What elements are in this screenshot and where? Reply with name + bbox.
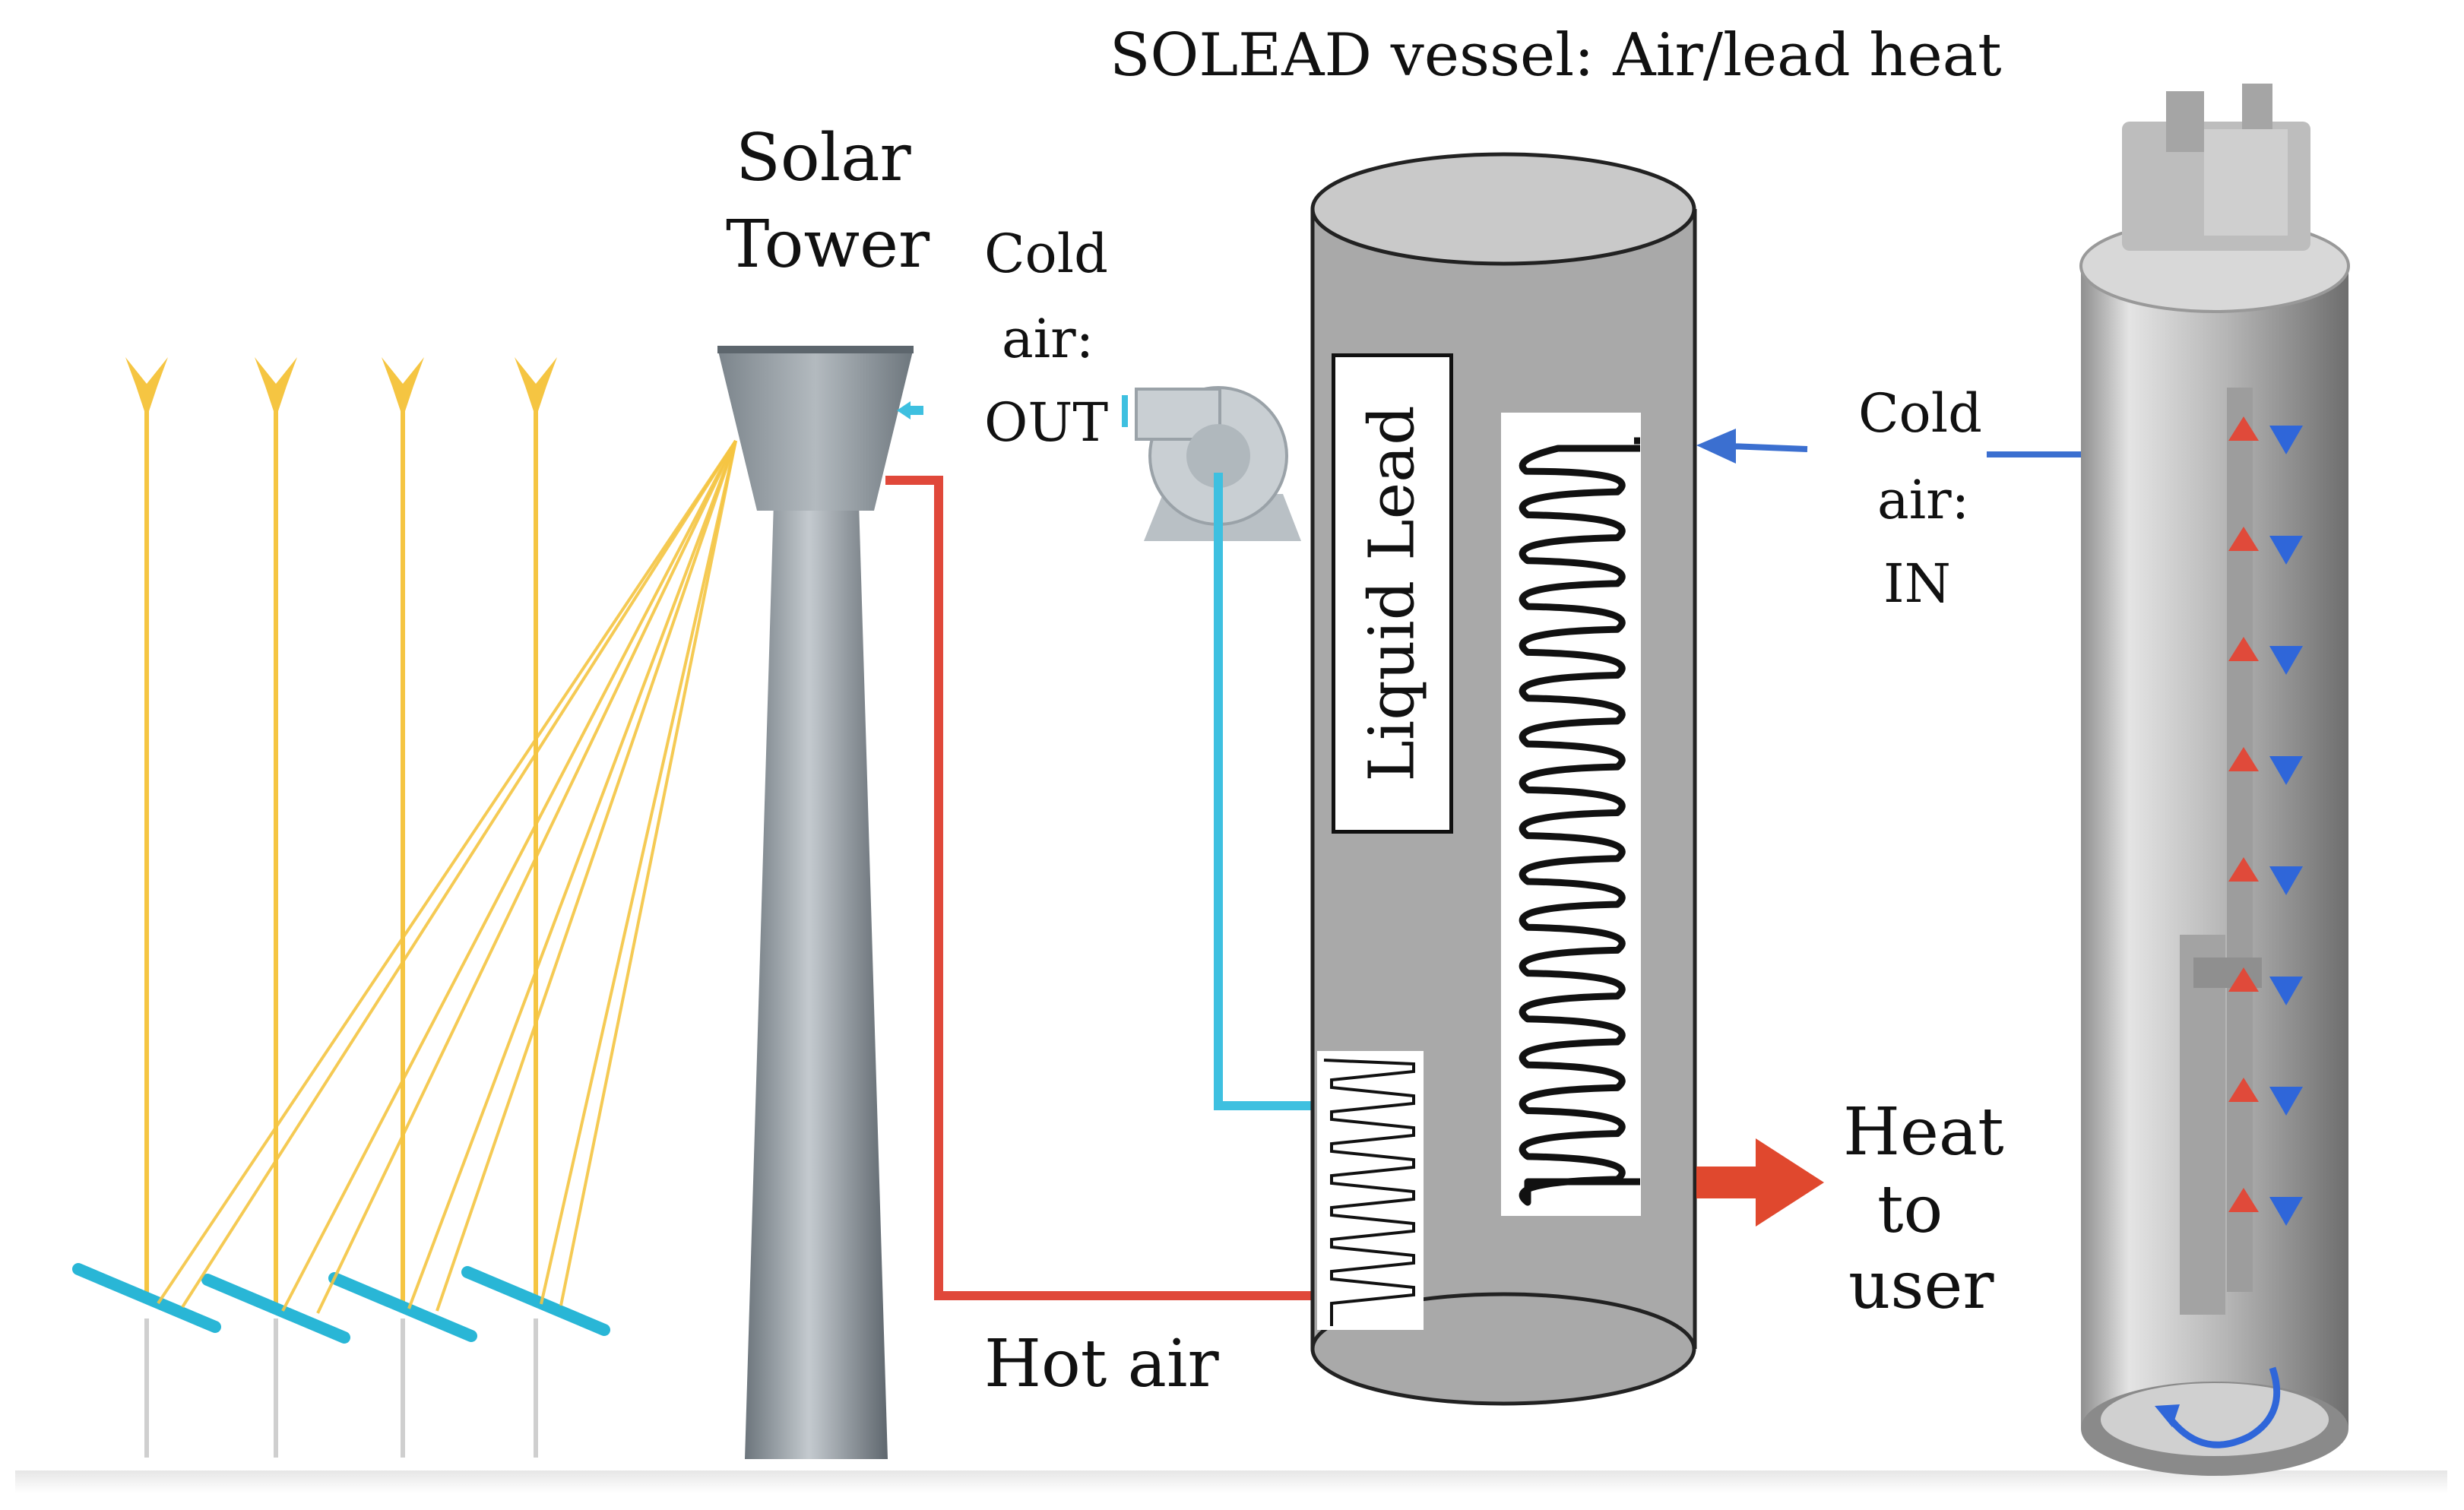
tower-receiver-rim bbox=[717, 346, 914, 353]
reflected-ray bbox=[157, 439, 737, 1305]
cold-air-in-line3: IN bbox=[1883, 552, 1951, 615]
up-flow-arrow bbox=[2228, 416, 2259, 441]
heat-to-user-line2: to bbox=[1877, 1172, 1943, 1248]
reflected-rays bbox=[157, 439, 737, 1314]
up-flow-arrow bbox=[2228, 1188, 2259, 1212]
cold-air-out-line1: Cold bbox=[984, 223, 1108, 285]
heliostat-mirror-icon bbox=[201, 1274, 350, 1344]
down-flow-arrow bbox=[2269, 646, 2303, 675]
tower-label-line2: Tower bbox=[726, 207, 930, 283]
down-flow-arrow bbox=[2269, 426, 2303, 454]
down-flow-arrow bbox=[2269, 756, 2303, 785]
liquid-lead-box: Liquid Lead bbox=[1332, 353, 1453, 834]
liquid-lead-label: Liquid Lead bbox=[1356, 405, 1429, 782]
down-flow-arrow bbox=[2269, 1197, 2303, 1226]
hot-air-pipe bbox=[885, 476, 1315, 1300]
down-flow-arrow bbox=[2269, 866, 2303, 895]
heat-to-user-arrow bbox=[1696, 1138, 1824, 1227]
heat-to-user-line1: Heat bbox=[1843, 1094, 2004, 1170]
vessel-top bbox=[1310, 152, 1696, 266]
cold-air-out-pipe bbox=[897, 395, 1128, 427]
sun-ray-arrow-icon bbox=[125, 357, 168, 418]
solar-tower bbox=[717, 346, 914, 1459]
heat-exchanger-coil-icon bbox=[1501, 413, 1641, 1216]
hot-air-label: Hot air bbox=[984, 1326, 1219, 1402]
cold-air-in-arrow bbox=[1696, 429, 2081, 464]
reflected-ray bbox=[559, 440, 737, 1306]
reflected-ray bbox=[435, 440, 737, 1312]
up-flow-arrow bbox=[2228, 1078, 2259, 1102]
up-flow-arrow bbox=[2228, 967, 2259, 992]
reflected-ray bbox=[407, 440, 737, 1309]
tower-receiver-head bbox=[717, 348, 914, 511]
tower-shaft bbox=[745, 502, 888, 1459]
cold-air-pipe bbox=[1214, 473, 1316, 1110]
sun-ray-arrow-icon bbox=[515, 357, 557, 418]
down-flow-arrow bbox=[2269, 1087, 2303, 1116]
down-flow-arrow bbox=[2269, 977, 2303, 1005]
heliostat-mirror-icon bbox=[328, 1272, 477, 1342]
ground-strip bbox=[15, 1470, 2447, 1493]
diagram-title: SOLEAD vessel: Air/lead heat bbox=[1110, 21, 2002, 90]
up-flow-arrow bbox=[2228, 857, 2259, 882]
heliostat-field bbox=[72, 357, 610, 1458]
tower-label-line1: Solar bbox=[736, 120, 911, 196]
cold-air-in-line2: air: bbox=[1877, 469, 1970, 531]
heliostat-mirror-icon bbox=[461, 1266, 610, 1336]
reactor-vessel-3d-icon bbox=[2079, 84, 2350, 1476]
up-flow-arrow bbox=[2228, 637, 2259, 661]
cold-air-in-line1: Cold bbox=[1858, 382, 1982, 445]
heliostat-mirror-icon bbox=[72, 1263, 221, 1333]
cold-air-out-line3: OUT bbox=[984, 391, 1109, 454]
reflected-ray bbox=[181, 439, 737, 1309]
sun-ray-arrow-icon bbox=[255, 357, 297, 418]
reflected-ray bbox=[316, 440, 737, 1314]
reflected-ray bbox=[281, 440, 737, 1312]
sun-ray-arrow-icon bbox=[382, 357, 424, 418]
heat-to-user-line3: user bbox=[1848, 1248, 1994, 1324]
small-coil-icon bbox=[1317, 1051, 1424, 1330]
reflected-ray bbox=[540, 440, 737, 1305]
up-flow-arrow bbox=[2228, 527, 2259, 551]
up-flow-arrow bbox=[2228, 747, 2259, 771]
down-flow-arrow bbox=[2269, 536, 2303, 565]
cold-air-out-line2: air: bbox=[1002, 308, 1094, 370]
